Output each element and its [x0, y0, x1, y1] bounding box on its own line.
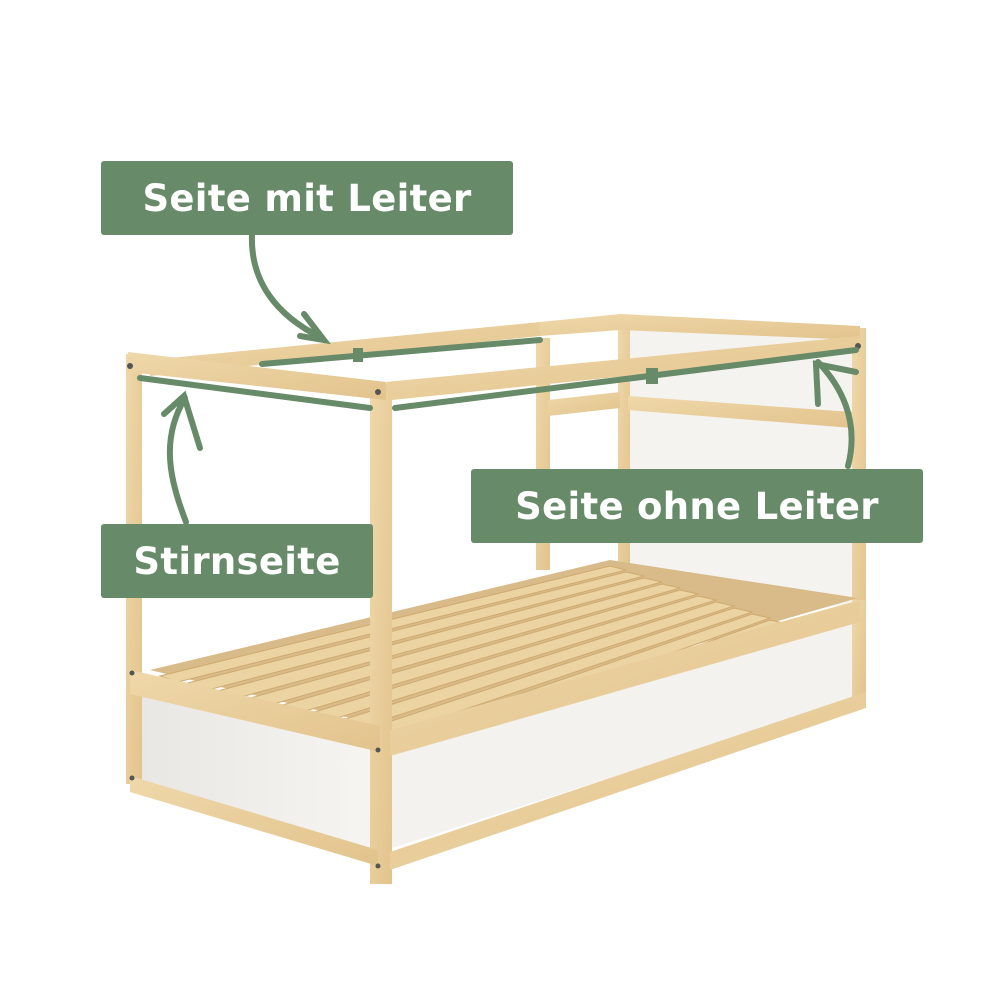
arrow-top	[248, 231, 325, 341]
annotation-lines	[137, 231, 859, 525]
arrow-right	[815, 359, 855, 469]
label-end-side: Stirnseite	[101, 524, 373, 598]
arrow-left	[166, 395, 189, 525]
end-line	[137, 375, 373, 411]
end-panel	[140, 690, 378, 852]
side-panel	[392, 618, 858, 848]
label-ladder-side: Seite mit Leiter	[101, 161, 513, 235]
no-ladder-side-line	[392, 347, 859, 411]
label-no-ladder-side: Seite ohne Leiter	[471, 469, 923, 543]
screws	[127, 343, 861, 869]
front-frame	[126, 336, 866, 884]
ladder-side-line	[259, 337, 543, 367]
